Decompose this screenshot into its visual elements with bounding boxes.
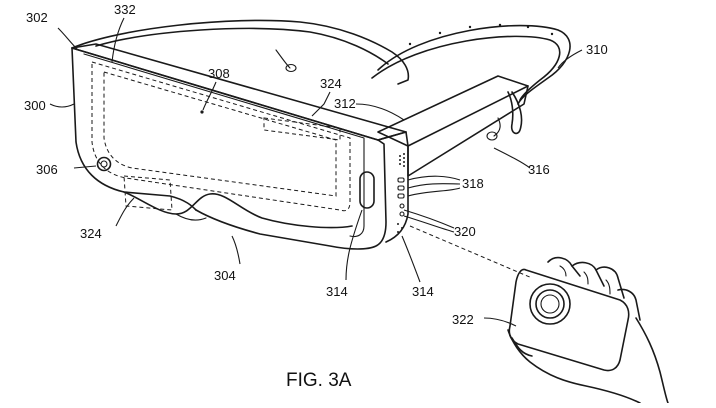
label-306: 306 — [36, 162, 58, 177]
label-324-left: 324 — [80, 226, 102, 241]
reference-labels: 302 332 300 308 324 310 312 306 316 318 … — [24, 2, 608, 327]
label-302: 302 — [26, 10, 48, 25]
label-300: 300 — [24, 98, 46, 113]
handheld-controller — [507, 256, 669, 404]
label-324-top: 324 — [320, 76, 342, 91]
label-308: 308 — [208, 66, 230, 81]
label-318: 318 — [462, 176, 484, 191]
label-316: 316 — [528, 162, 550, 177]
label-310: 310 — [586, 42, 608, 57]
head-strap — [371, 23, 571, 105]
side-controls — [397, 153, 405, 233]
temple-arm — [377, 75, 529, 177]
label-332: 332 — [114, 2, 136, 17]
label-314-b: 314 — [412, 284, 434, 299]
label-314-a: 314 — [326, 284, 348, 299]
top-band — [71, 19, 410, 85]
leader-lines — [49, 17, 583, 327]
label-320: 320 — [454, 224, 476, 239]
figure-caption: FIG. 3A — [286, 370, 352, 391]
label-322: 322 — [452, 312, 474, 327]
signal-beam — [409, 225, 533, 279]
label-304: 304 — [214, 268, 236, 283]
label-312: 312 — [334, 96, 356, 111]
visor-body — [71, 43, 409, 250]
